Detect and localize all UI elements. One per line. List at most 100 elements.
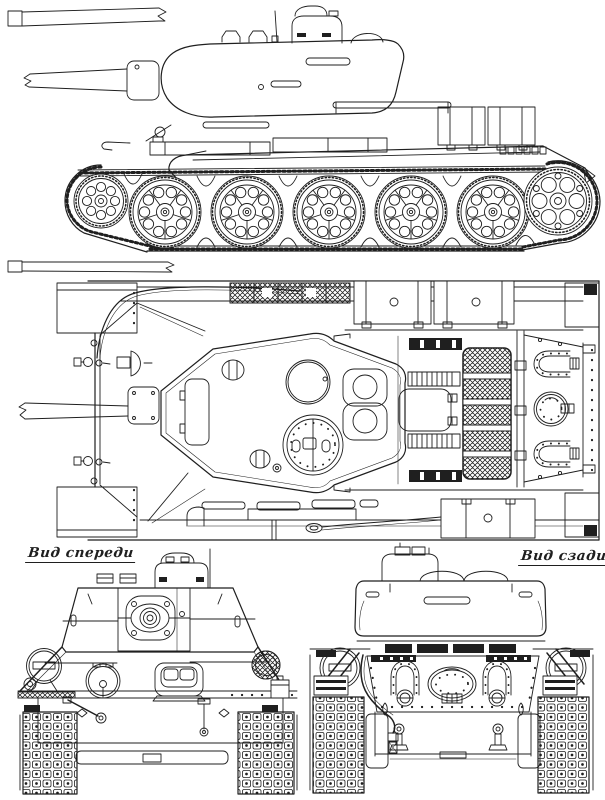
ventilator-dome [350,33,384,44]
headlight [26,648,62,692]
mantlet-block [117,587,191,652]
lifting-handle [333,485,351,493]
rear-armor-plate [366,655,540,713]
periscope [248,30,268,43]
break-mark [165,261,175,273]
tracks-front-view [19,705,298,795]
commander-cupola [282,414,344,476]
gun-mantlet [126,60,160,101]
lifting-handle [333,333,351,341]
road-wheel [292,175,366,249]
tow-pin [389,723,409,751]
periscope [119,573,137,584]
rear-deck [523,334,596,483]
turret-roof [18,332,407,494]
louvre-strip [407,371,461,387]
periscope-hatch [221,359,245,381]
tow-hook [76,708,88,718]
antenna [274,10,278,43]
track-top-run [78,167,548,175]
road-wheel [128,175,202,249]
fender-box [542,675,578,696]
rear-fender-box [564,282,600,328]
ventilator-dome [342,368,388,407]
exhaust-armor-cover [482,660,512,707]
break-mark [23,73,32,88]
pistol-port [258,84,264,90]
exhaust-armor-cover [390,660,420,707]
front-mudguard [56,282,138,334]
engine-deck [229,282,584,491]
tow-cable-rear [305,516,442,533]
front-mudguard [56,486,138,538]
driver-hatch [85,662,121,699]
idler-wheel [73,173,129,229]
gun-muzzle-front [130,603,170,633]
blackout-light [251,650,281,680]
ventilator-dome [463,570,509,582]
running-gear [64,160,601,253]
gun-barrel [24,402,129,407]
tow-hook [218,708,230,718]
fender-bin [272,137,388,153]
exhaust-armor-cover [533,350,580,378]
toolbox [270,679,290,699]
ventilator-dome [419,570,465,582]
rear-fender-box [564,492,600,538]
mud-flap [517,713,541,769]
rear-view [309,542,594,794]
horn [23,677,37,691]
louvre-strip [407,433,461,449]
periscope [96,573,114,584]
road-wheel [456,175,530,249]
rear-view-label: Вид сзади [518,548,605,566]
commander-cupola [291,5,343,44]
tow-shackle [73,456,111,466]
transmission-hatch [427,666,477,704]
transmission-hatch [533,391,575,427]
tracks-rear-view [309,654,594,794]
front-view [17,548,298,795]
external-fuel-tanks [437,106,536,151]
periscope [221,30,241,43]
commander-cupola [154,552,209,589]
hanging-cable [360,654,399,754]
side-view [7,5,601,253]
periscope-hatch [249,449,271,469]
engine-hatch [398,388,452,432]
turret-rear [354,542,547,642]
tow-shackle [73,357,111,367]
gun-barrel-muzzle-section [7,7,167,27]
gun-barrel-muzzle-section [7,260,175,273]
tow-pin [488,723,508,751]
mud-flap [365,713,389,769]
gun-mantlet [127,386,160,425]
hull-mg-mount [152,662,206,702]
commander-cupola [381,542,439,582]
headlight [116,350,153,377]
exhaust-armor-cover [533,440,580,468]
break-mark [18,402,27,420]
gun-barrel-breech-section [23,60,160,101]
handrail [332,101,452,109]
drive-sprocket [523,166,593,236]
fender-box [313,675,349,696]
tow-hook [101,141,131,151]
road-wheel [210,175,284,249]
turret-side [160,5,405,118]
driver-hatch [184,378,210,446]
hull-front [17,646,298,765]
fender-bin [149,141,271,156]
handrail [202,121,270,129]
headlight [145,124,172,143]
tow-shackle [62,696,107,724]
ventilator-dome [342,402,388,441]
break-mark [157,7,167,22]
crank-pin [197,698,211,737]
fender-stowage [186,280,600,539]
top-view [7,260,600,541]
loader-hatch [285,359,331,405]
front-view-label: Вид спереди [25,545,137,563]
